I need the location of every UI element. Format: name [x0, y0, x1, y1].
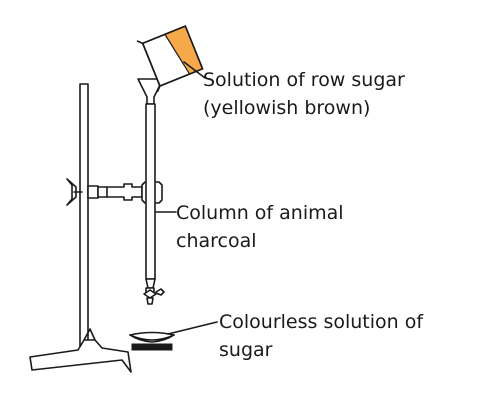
labels: Solution of row sugar (yellowish brown) …: [176, 69, 424, 361]
stand-base: [29, 339, 132, 373]
clamp-boss: [87, 185, 99, 199]
watch-glass: [129, 334, 175, 343]
label-column-line2: charcoal: [176, 230, 257, 252]
pouring-beaker: [136, 25, 204, 93]
dish-stand: [131, 343, 173, 351]
label-solution-line2: (yellowish brown): [203, 97, 370, 119]
clamp-screw: [66, 178, 77, 206]
retort-stand: [29, 83, 132, 373]
leader-solution: [183, 61, 206, 79]
label-column-line1: Column of animal: [176, 202, 344, 224]
stand-rod: [79, 83, 89, 347]
label-solution-line1: Solution of row sugar: [203, 69, 405, 91]
label-colourless-line1: Colourless solution of: [219, 311, 424, 333]
column-outlet: [146, 297, 154, 305]
leader-colourless: [167, 321, 218, 335]
clamp: [66, 178, 163, 206]
label-colourless-line2: sugar: [219, 339, 273, 361]
charcoal-column: [137, 78, 165, 305]
collecting-dish: [129, 331, 175, 351]
leader-lines: [155, 61, 218, 335]
clamp-arm: [97, 183, 143, 201]
column-tube: [145, 103, 156, 280]
